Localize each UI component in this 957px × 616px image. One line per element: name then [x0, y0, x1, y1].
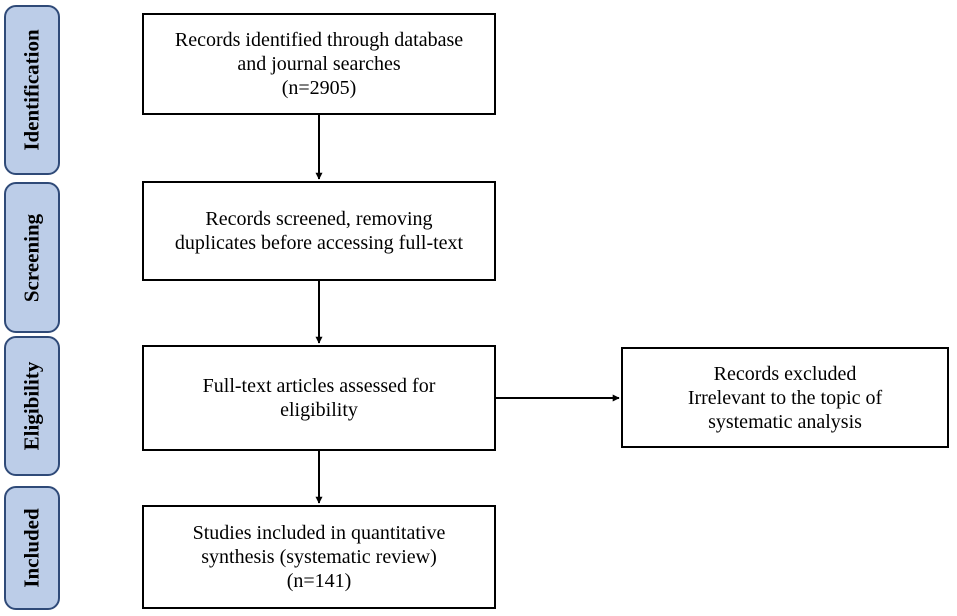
stage-label: Eligibility	[19, 361, 44, 451]
box-line: and journal searches	[237, 53, 401, 75]
studies-included-box: Studies included in quantitative synthes…	[142, 505, 496, 609]
stage-label: Included	[19, 508, 44, 588]
box-line: Irrelevant to the topic of	[687, 386, 883, 409]
box-line: synthesis (systematic review)	[201, 546, 437, 568]
records-screened-box: Records screened, removing duplicates be…	[142, 181, 496, 281]
stage-label: Screening	[19, 213, 44, 302]
box-line: Studies included in quantitative	[192, 522, 446, 544]
box-line: Records screened, removing	[205, 208, 433, 230]
box-line: eligibility	[280, 399, 358, 421]
box-line: (n=141)	[286, 570, 352, 592]
box-line: duplicates before accessing full-text	[174, 232, 464, 254]
box-line: Records identified through database	[174, 29, 464, 51]
stage-identification: Identification	[4, 5, 60, 175]
box-line: systematic analysis	[708, 410, 862, 433]
box-line: (n=2905)	[281, 77, 357, 99]
stage-label: Identification	[19, 29, 44, 151]
records-excluded-box: Records excluded Irrelevant to the topic…	[621, 347, 949, 448]
box-line: Full-text articles assessed for	[202, 375, 436, 397]
stage-included: Included	[4, 486, 60, 610]
box-line: Records excluded	[713, 362, 857, 385]
stage-eligibility: Eligibility	[4, 336, 60, 476]
stage-screening: Screening	[4, 182, 60, 333]
records-identified-box: Records identified through database and …	[142, 13, 496, 115]
full-text-assessed-box: Full-text articles assessed for eligibil…	[142, 345, 496, 451]
